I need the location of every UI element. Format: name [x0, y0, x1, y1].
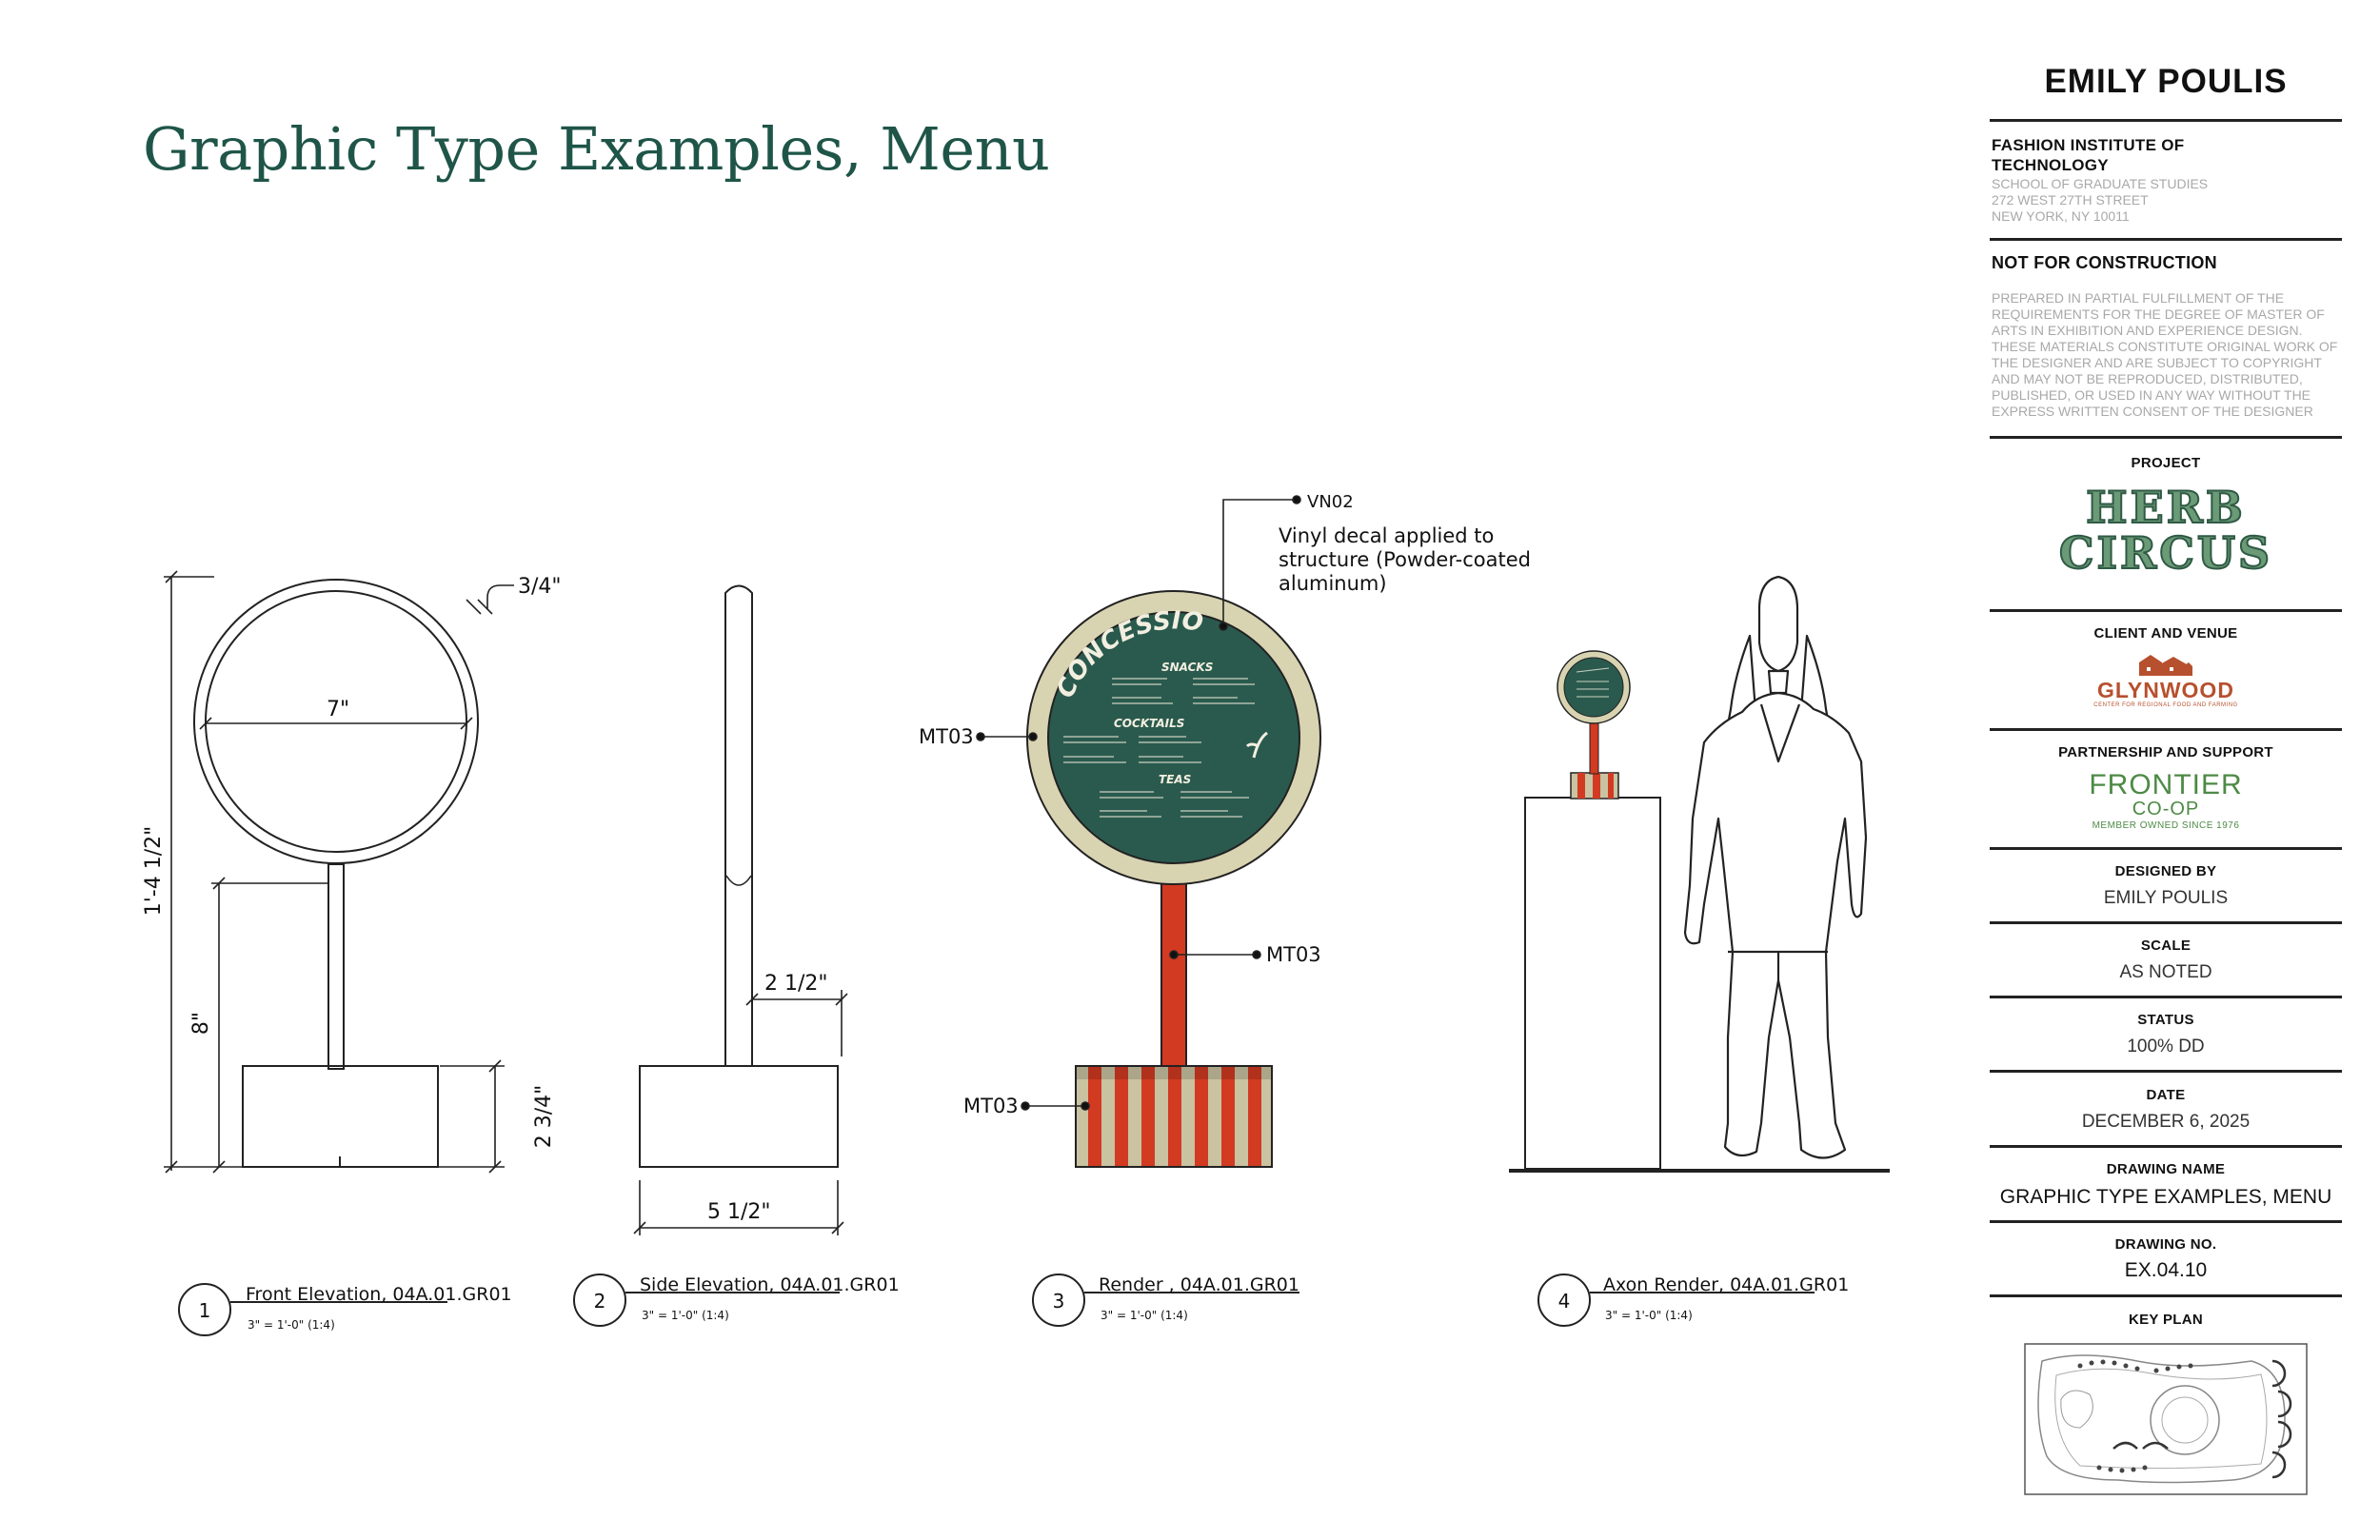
- date-label: DATE: [2146, 1087, 2186, 1103]
- page-title: Graphic Type Examples, Menu: [143, 114, 1050, 184]
- project-label: PROJECT: [2131, 455, 2201, 471]
- view-4-number: 4: [1558, 1290, 1571, 1313]
- side-elevation-dimensions: [633, 990, 848, 1235]
- designer-name-heading: EMILY POULIS: [2044, 63, 2288, 100]
- school-city: NEW YORK, NY 10011: [1992, 208, 2130, 224]
- sign-ring-outer: [193, 579, 479, 864]
- render-callouts: [976, 495, 1301, 1111]
- sprout-icon: [1245, 731, 1268, 759]
- disclaimer-line-2: REQUIREMENTS FOR THE DEGREE OF MASTER OF: [1992, 306, 2325, 322]
- view-4-name: Axon Render, 04A.01.GR01: [1603, 1274, 1849, 1295]
- barn-icon: [2139, 655, 2192, 676]
- disclaimer-line-5: THE DESIGNER AND ARE SUBJECT TO COPYRIGH…: [1992, 355, 2322, 370]
- sign-ring-inner: [205, 590, 467, 853]
- scale-label: SCALE: [2140, 938, 2192, 954]
- pedestal: [1524, 797, 1661, 1170]
- view-1-scale: 3" = 1'-0" (1:4): [248, 1318, 335, 1332]
- key-plan-label: KEY PLAN: [2129, 1312, 2203, 1328]
- front-elevation-dimensions: [164, 570, 514, 1174]
- callout-vn02-note-line3: aluminum): [1279, 572, 1387, 595]
- school-street: 272 WEST 27TH STREET: [1992, 192, 2149, 207]
- drawing-no-value: EX.04.10: [2124, 1259, 2208, 1281]
- school-name-line2: TECHNOLOGY: [1992, 156, 2109, 174]
- callout-ring-material: MT03: [919, 725, 974, 748]
- front-elevation-view: [193, 579, 479, 1168]
- school-name-line1: FASHION INSTITUTE OF: [1992, 136, 2185, 154]
- disclaimer-line-4: THESE MATERIALS CONSTITUTE ORIGINAL WORK…: [1992, 339, 2338, 354]
- sign-post: [327, 863, 345, 1070]
- side-elevation-view: [639, 584, 839, 1168]
- client-label: CLIENT AND VENUE: [2093, 625, 2238, 642]
- drawing-name-value: GRAPHIC TYPE EXAMPLES, MENU: [1999, 1186, 2332, 1208]
- glynwood-tagline: CENTER FOR REGIONAL FOOD AND FARMING: [2093, 702, 2238, 708]
- human-scale-figure: [1683, 575, 1868, 1159]
- disclaimer-line-1: PREPARED IN PARTIAL FULFILLMENT OF THE: [1992, 290, 2285, 306]
- view-1-number: 1: [199, 1299, 211, 1322]
- school-dept: SCHOOL OF GRADUATE STUDIES: [1992, 176, 2209, 191]
- menu-section-cocktails: COCKTAILS: [1114, 717, 1184, 730]
- axon-sign-post: [1589, 721, 1599, 775]
- scale-value: AS NOTED: [2119, 962, 2212, 982]
- frontier-logo-line2: CO-OP: [2132, 799, 2200, 819]
- glynwood-logo: GLYNWOOD: [2097, 678, 2234, 702]
- menu-section-snacks: SNACKS: [1161, 661, 1213, 674]
- side-base: [639, 1065, 839, 1168]
- partner-label: PARTNERSHIP AND SUPPORT: [2058, 744, 2273, 760]
- render-view: CONCESSIONS SNACKS COCKTAILS TEAS: [0, 0, 1321, 1168]
- sign-base: [242, 1065, 439, 1168]
- callout-base-material: MT03: [963, 1095, 1019, 1117]
- key-plan-map: [2024, 1343, 2308, 1495]
- view-4-scale: 3" = 1'-0" (1:4): [1605, 1309, 1693, 1322]
- callout-vn02-note-line2: structure (Powder-coated: [1279, 548, 1531, 571]
- view-2-number: 2: [594, 1290, 606, 1313]
- technical-drawing: 3/4" 7" 1'-4 1/2" 8" 2 3/4" 2 1/2" 5 1/2…: [0, 0, 1890, 1336]
- disclaimer-line-3: ARTS IN EXHIBITION AND EXPERIENCE DESIGN…: [1992, 323, 2303, 338]
- dim-base-height: 2 3/4": [532, 1085, 556, 1149]
- status-value: 100% DD: [2127, 1037, 2205, 1056]
- title-block: EMILY POULIS FASHION INSTITUTE OF TECHNO…: [1990, 57, 2342, 1504]
- disclaimer-line-8: EXPRESS WRITTEN CONSENT OF THE DESIGNER: [1992, 404, 2313, 419]
- view-2-name: Side Elevation, 04A.01.GR01: [640, 1274, 900, 1295]
- axon-sign-face: [1563, 657, 1624, 718]
- render-striped-base: [1076, 1066, 1272, 1167]
- designed-by-label: DESIGNED BY: [2114, 863, 2217, 879]
- herb-circus-logo-line1: HERB: [2085, 481, 2246, 534]
- disclaimer-line-6: AND MAY NOT BE REPRODUCED, DISTRIBUTED,: [1992, 371, 2303, 386]
- callout-vn02: VN02: [1307, 492, 1354, 512]
- date-value: DECEMBER 6, 2025: [2081, 1112, 2251, 1132]
- status-label: STATUS: [2137, 1012, 2194, 1028]
- menu-title: CONCESSIONS: [0, 0, 1204, 702]
- disclaimer-line-7: PUBLISHED, OR USED IN ANY WAY WITHOUT TH…: [1992, 387, 2311, 403]
- side-post: [724, 584, 753, 1067]
- view-labels: [178, 1273, 1815, 1336]
- frontier-tagline: MEMBER OWNED SINCE 1976: [2092, 820, 2240, 831]
- herb-circus-logo-line2: CIRCUS: [2058, 526, 2273, 580]
- view-3-number: 3: [1053, 1290, 1065, 1313]
- drawing-name-label: DRAWING NAME: [2106, 1161, 2226, 1177]
- render-post: [1160, 870, 1187, 1070]
- view-3-scale: 3" = 1'-0" (1:4): [1101, 1309, 1188, 1322]
- dim-base-width: 5 1/2": [707, 1200, 771, 1224]
- callout-vn02-note-line1: Vinyl decal applied to: [1279, 524, 1494, 547]
- dim-post-width: 2 1/2": [764, 972, 828, 996]
- view-2-scale: 3" = 1'-0" (1:4): [642, 1309, 729, 1322]
- dim-overall-height: 1'-4 1/2": [142, 826, 166, 917]
- menu-section-teas: TEAS: [1159, 773, 1191, 786]
- drawing-no-label: DRAWING NO.: [2114, 1236, 2217, 1253]
- dim-post-height: 8": [189, 1012, 213, 1035]
- designed-by-value: EMILY POULIS: [2103, 888, 2229, 908]
- frontier-logo-line1: FRONTIER: [2089, 769, 2243, 800]
- menu-item-lines: [1063, 678, 1255, 818]
- axon-render-view: [1509, 575, 1890, 1173]
- render-menu-face: [1047, 611, 1300, 864]
- dim-ring-thickness: 3/4": [518, 575, 562, 599]
- callout-post-material: MT03: [1266, 943, 1321, 966]
- not-for-construction: NOT FOR CONSTRUCTION: [1992, 253, 2217, 272]
- view-3-name: Render , 04A.01.GR01: [1099, 1274, 1299, 1295]
- view-1-name: Front Elevation, 04A.01.GR01: [246, 1284, 512, 1305]
- dim-inner-diameter: 7": [327, 698, 349, 721]
